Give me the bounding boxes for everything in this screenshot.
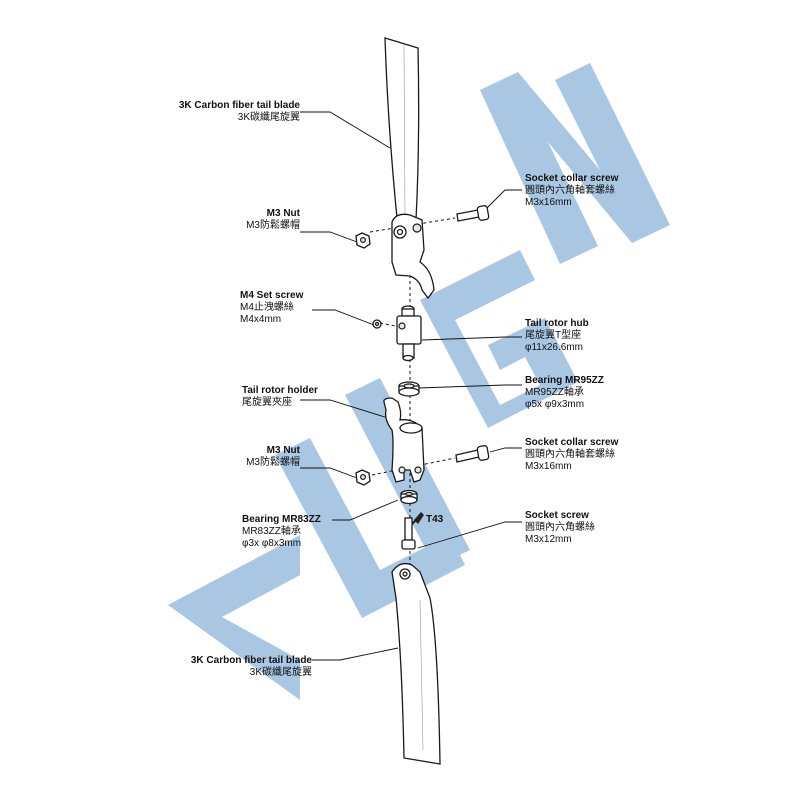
label-text-zh: 3K碳纖尾旋翼: [237, 112, 300, 123]
label-tail-rotor-hub: Tail rotor hub 尾旋翼T型座 φ11x26.6mm: [525, 318, 589, 354]
label-text-zh: MR83ZZ軸承: [242, 526, 301, 537]
m3-nut-bottom-part: [355, 469, 371, 486]
label-socket-collar-screw-top: Socket collar screw 圓頭內六角軸套螺絲 M3x16mm: [525, 173, 618, 209]
label-text-en: Tail rotor holder: [242, 385, 318, 396]
label-socket-collar-screw-bottom: Socket collar screw 圓頭內六角軸套螺絲 M3x16mm: [525, 437, 618, 473]
label-text-size: M4x4mm: [240, 314, 282, 325]
label-text-zh: M4止洩螺絲: [240, 302, 294, 313]
label-text-zh: M3防鬆螺帽: [246, 220, 300, 231]
label-text-zh: 尾旋翼T型座: [525, 330, 582, 341]
label-text-size: M3x12mm: [525, 534, 572, 545]
label-bearing-mr83zz: Bearing MR83ZZ MR83ZZ軸承 φ3x φ8x3mm: [242, 514, 321, 550]
label-text-zh: 3K碳纖尾旋翼: [249, 667, 312, 678]
label-text-en: Socket collar screw: [525, 437, 619, 448]
label-text-zh: 圓頭內六角螺絲: [525, 522, 595, 533]
tail-rotor-grip-bottom: [383, 397, 425, 483]
label-m3-nut-bottom: M3 Nut M3防鬆螺帽: [246, 445, 300, 469]
label-text-size: φ5x φ9x3mm: [525, 399, 585, 410]
label-text-t43: T43: [426, 514, 444, 525]
watermark-letter-i: [345, 378, 470, 567]
label-m4-set-screw: M4 Set screw M4止洩螺絲 M4x4mm: [240, 290, 303, 326]
watermark-letter-n: [480, 63, 670, 264]
label-text-zh: 圓頭內六角軸套螺絲: [525, 449, 615, 460]
tail-blade-bottom: [391, 562, 441, 765]
label-text-size: M3x16mm: [525, 197, 572, 208]
label-text-en: 3K Carbon fiber tail blade: [178, 100, 300, 111]
tail-blade-top: [384, 37, 420, 229]
socket-collar-screw-top-part: [456, 205, 490, 222]
label-text-en: M4 Set screw: [240, 290, 304, 301]
label-text-en: 3K Carbon fiber tail blade: [190, 655, 312, 666]
leader-lines: [300, 111, 522, 661]
label-tail-blade-bottom: 3K Carbon fiber tail blade 3K碳纖尾旋翼: [191, 655, 312, 679]
label-text-en: Socket collar screw: [525, 173, 619, 184]
label-text-en: Bearing MR83ZZ: [242, 514, 321, 525]
label-tail-rotor-holder: Tail rotor holder 尾旋翼夾座: [242, 385, 318, 409]
label-text-en: Tail rotor hub: [525, 318, 589, 329]
watermark-letter-g: [420, 250, 578, 428]
label-socket-screw: Socket screw 圓頭內六角螺絲 M3x12mm: [525, 510, 595, 546]
label-text-size: M3x16mm: [525, 461, 572, 472]
bearing-mr83zz-part: [400, 489, 418, 505]
bearing-mr95zz-part: [398, 381, 420, 397]
watermark-letter-a: [168, 535, 300, 700]
label-text-zh: 尾旋翼夾座: [242, 397, 292, 408]
socket-screw-part: [401, 517, 416, 550]
m3-nut-top-part: [355, 232, 371, 249]
tail-rotor-grip-top: [391, 213, 435, 300]
socket-collar-screw-bottom-part: [455, 445, 490, 463]
label-text-en: Bearing MR95ZZ: [525, 375, 604, 386]
label-text-en: M3 Nut: [266, 445, 300, 456]
label-text-en: Socket screw: [525, 510, 589, 521]
label-text-zh: M3防鬆螺帽: [246, 457, 300, 468]
label-text-size: φ11x26.6mm: [525, 342, 583, 353]
label-bearing-mr95zz: Bearing MR95ZZ MR95ZZ軸承 φ5x φ9x3mm: [525, 375, 604, 411]
label-text-en: M3 Nut: [266, 208, 300, 219]
m4-set-screw-part: [372, 319, 382, 329]
label-text-zh: MR95ZZ軸承: [525, 387, 584, 398]
label-t43: T43: [426, 514, 443, 526]
label-text-zh: 圓頭內六角軸套螺絲: [525, 185, 615, 196]
label-text-size: φ3x φ8x3mm: [242, 538, 302, 549]
label-tail-blade-top: 3K Carbon fiber tail blade 3K碳纖尾旋翼: [179, 100, 300, 124]
label-m3-nut-top: M3 Nut M3防鬆螺帽: [246, 208, 300, 232]
tail-rotor-hub-part: [396, 305, 422, 362]
